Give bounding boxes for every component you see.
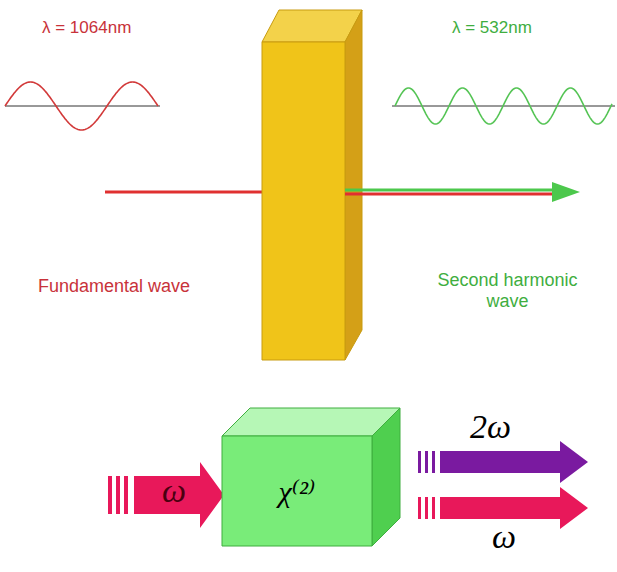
frequency-label: 2ω bbox=[470, 410, 511, 444]
beam-bar bbox=[425, 451, 428, 473]
wave-name: Fundamental wave bbox=[38, 276, 190, 297]
wave-axis bbox=[5, 106, 160, 107]
input-beam bbox=[105, 191, 262, 194]
beam-bar bbox=[418, 451, 421, 473]
wavelength-label: λ = 532nm bbox=[452, 18, 532, 38]
beam-bar bbox=[124, 476, 128, 514]
beam-bar bbox=[432, 451, 435, 473]
beam-bar bbox=[116, 476, 120, 514]
arrow-head bbox=[552, 182, 580, 202]
beam-bar bbox=[432, 497, 435, 519]
susceptibility-label: χ⁽²⁾ bbox=[279, 475, 316, 508]
cube-top bbox=[222, 408, 400, 436]
input-arrow bbox=[134, 462, 224, 528]
beam-bar bbox=[108, 476, 112, 514]
harmonic-arrow bbox=[440, 441, 588, 483]
cube-face: χ⁽²⁾ bbox=[222, 436, 372, 546]
frequency-label: ω bbox=[492, 520, 516, 554]
fundamental-wave bbox=[5, 82, 158, 130]
frequency-label: ω bbox=[162, 474, 186, 508]
beam-bar bbox=[418, 497, 421, 519]
output-beam-fundamental bbox=[345, 193, 558, 196]
wavelength-label: λ = 1064nm bbox=[42, 18, 131, 38]
wave-name: Second harmonic wave bbox=[425, 270, 590, 311]
crystal-slab bbox=[262, 42, 345, 360]
cube-side bbox=[372, 408, 400, 546]
cube-front bbox=[222, 436, 372, 546]
beam-bar bbox=[425, 497, 428, 519]
crystal-cube: χ⁽²⁾ bbox=[222, 408, 400, 546]
harmonic-wave bbox=[395, 88, 612, 124]
output-beam-harmonic bbox=[345, 189, 558, 192]
crystal-slab-side bbox=[345, 10, 362, 360]
